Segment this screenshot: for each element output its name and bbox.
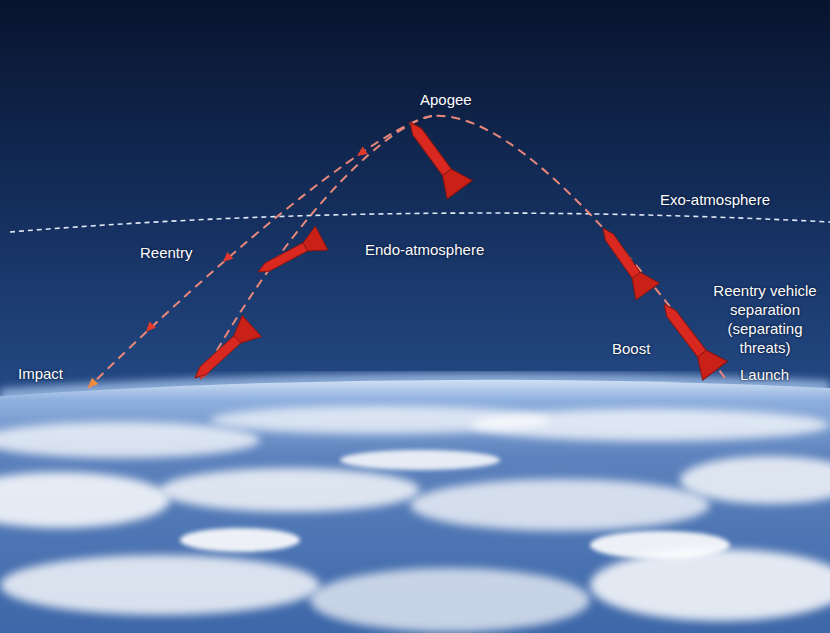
label-text: Reentry vehicle separation (separating t… xyxy=(704,281,826,357)
clouds xyxy=(0,406,830,632)
label-text: Endo-atmosphere xyxy=(365,240,484,259)
label-text: Boost xyxy=(612,339,650,358)
label-text: Launch xyxy=(740,365,789,384)
missile xyxy=(185,113,727,389)
path-arrowhead xyxy=(143,147,368,383)
label-text: Exo-atmosphere xyxy=(660,190,770,209)
label-text: Impact xyxy=(18,364,63,383)
label-text: Reentry xyxy=(140,243,193,262)
impact-arrowhead xyxy=(85,378,98,391)
atmosphere-boundary xyxy=(10,213,830,232)
trajectory-path xyxy=(88,116,725,388)
label-text: Apogee xyxy=(420,90,472,109)
